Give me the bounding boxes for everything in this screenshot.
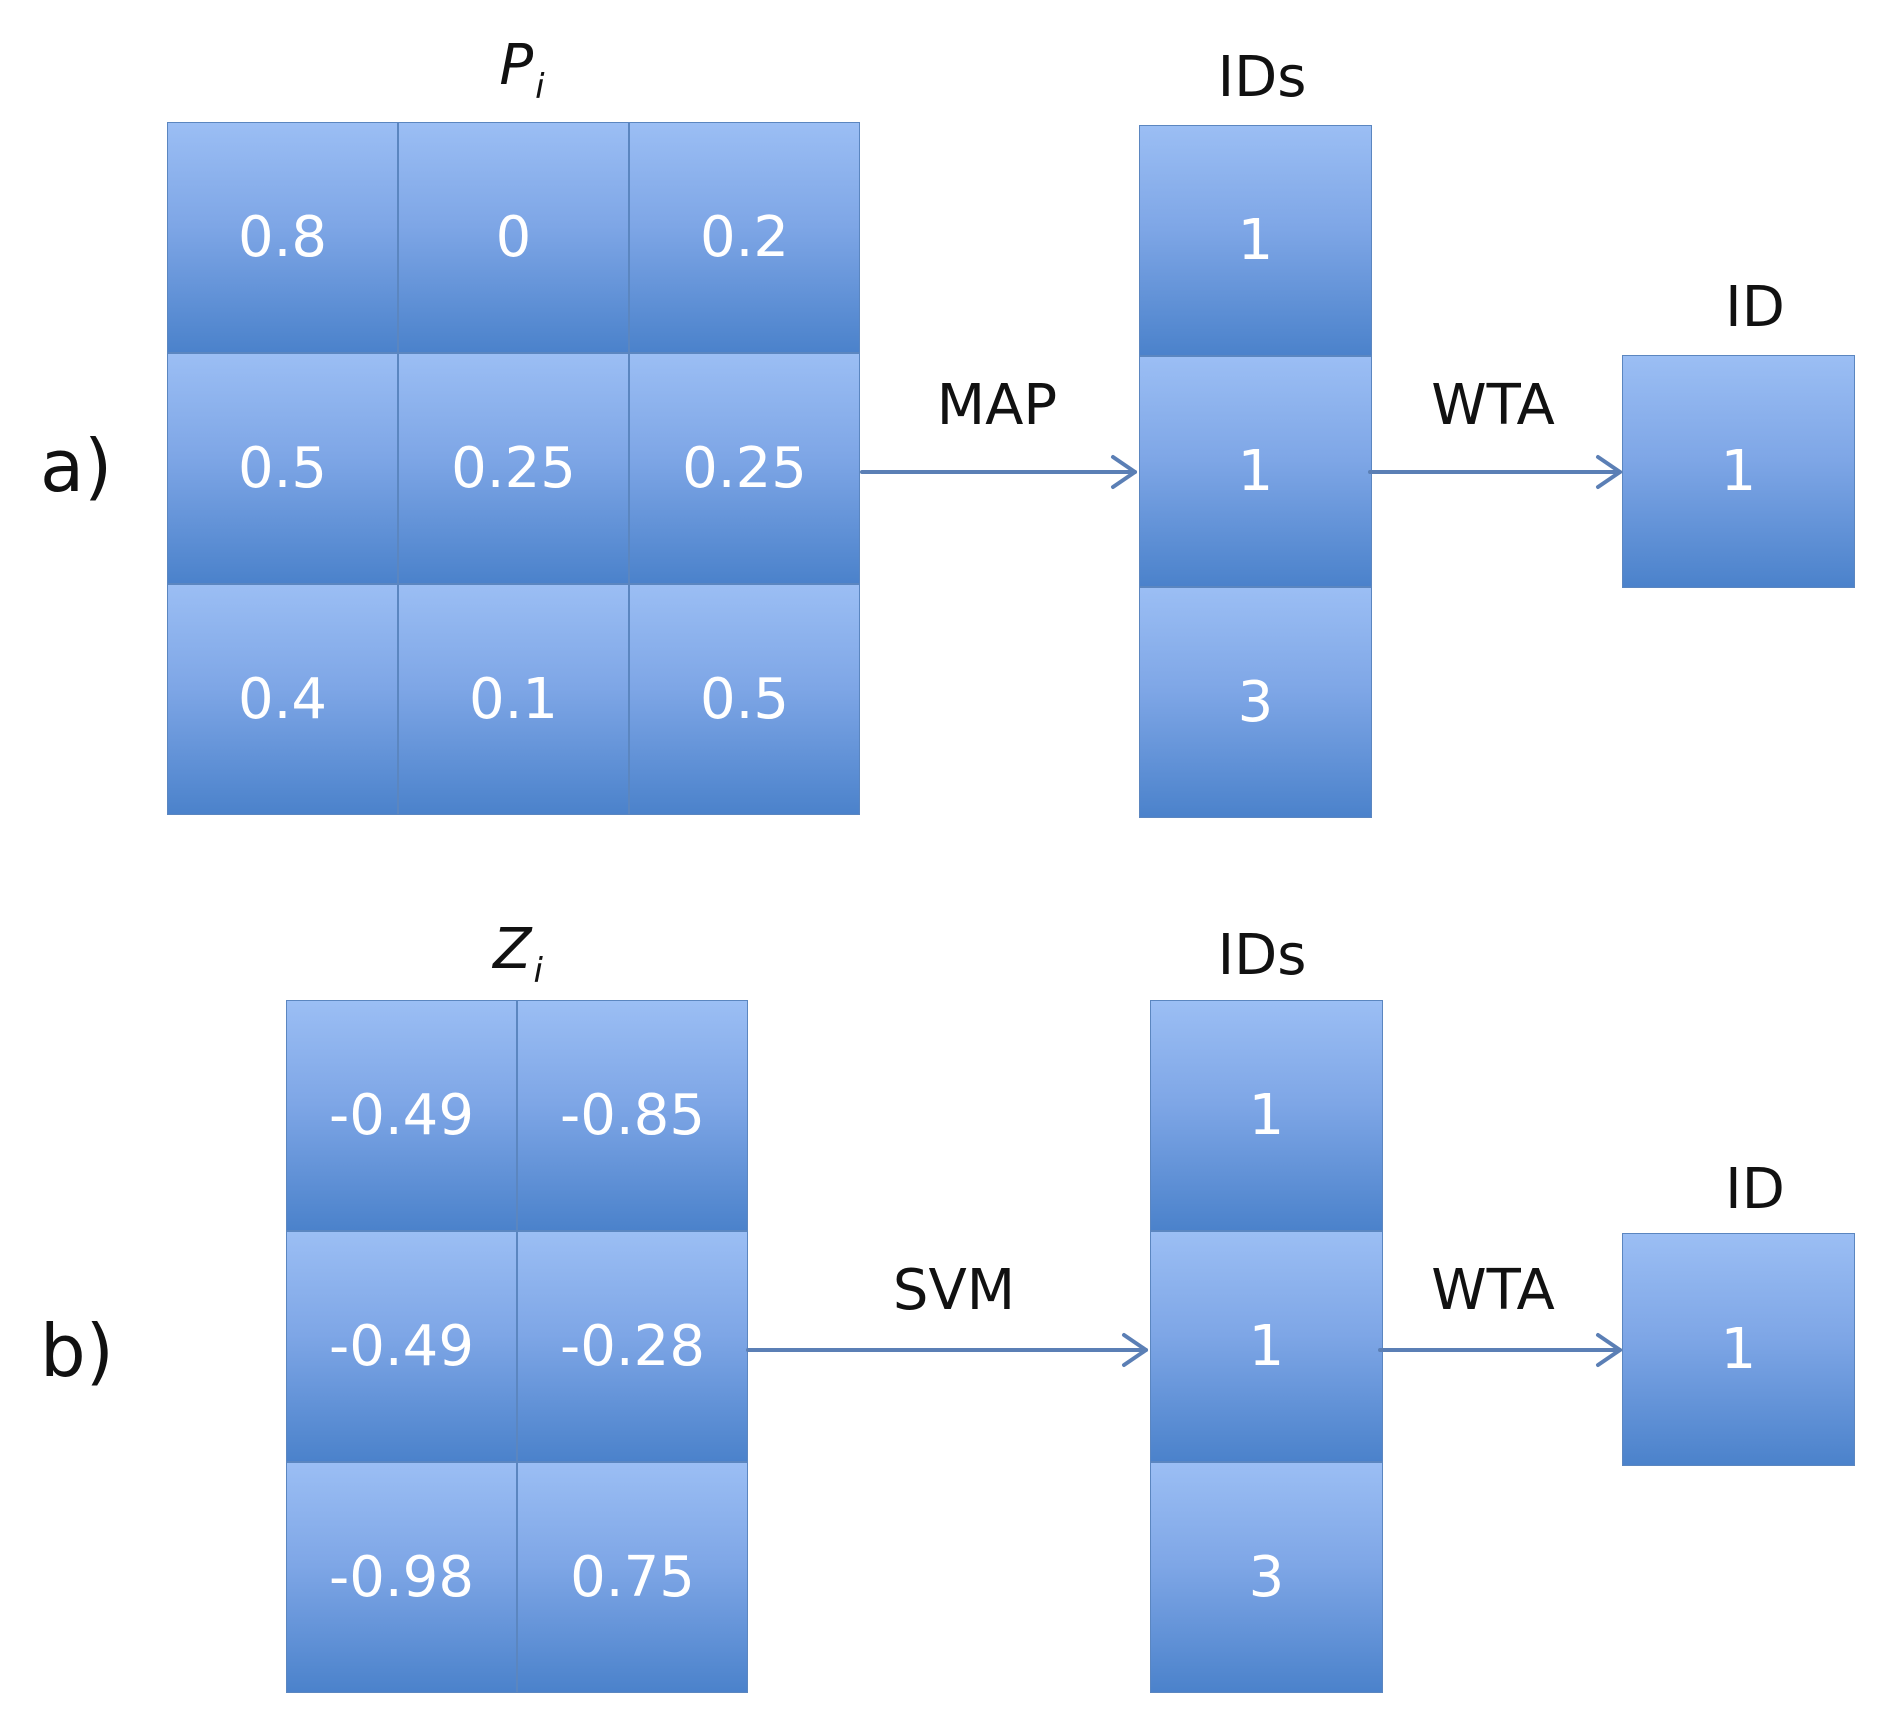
panel-b-ids-cell-r2: 1 [1150, 1231, 1383, 1462]
panel-b-ids-cell-r1: 1 [1150, 1000, 1383, 1231]
panel-b-matrix-symbol: Z [493, 917, 532, 982]
panel-a-id-title: ID [1725, 275, 1785, 340]
panel-a-map-arrow [860, 455, 1137, 489]
panel-a-matrix-cell-r3-c2: 0.1 [398, 584, 629, 815]
panel-a-matrix-cell-r1-c1: 0.8 [167, 122, 398, 353]
panel-a-ids-cell-r3: 3 [1139, 587, 1372, 818]
panel-b-wta-label: WTA [1431, 1258, 1555, 1323]
panel-b-matrix-subscript: i [533, 951, 543, 991]
panel-b-wta-arrow [1378, 1333, 1622, 1367]
panel-a-matrix-cell-r3-c1: 0.4 [167, 584, 398, 815]
panel-b-matrix-cell-r2-c2: -0.28 [517, 1231, 748, 1462]
panel-a-matrix-cell-r1-c2: 0 [398, 122, 629, 353]
panel-a-matrix-title: Pi [499, 38, 544, 105]
panel-a-ids-cell-r1: 1 [1139, 125, 1372, 356]
panel-b-matrix-cell-r3-c1: -0.98 [286, 1462, 517, 1693]
panel-a-matrix-cell-r2-c1: 0.5 [167, 353, 398, 584]
panel-b-svm-arrow [746, 1333, 1148, 1367]
panel-b-matrix-cell-r1-c1: -0.49 [286, 1000, 517, 1231]
panel-b-matrix-cell-r2-c1: -0.49 [286, 1231, 517, 1462]
panel-a-label: a) [40, 424, 113, 508]
panel-b-id-cell: 1 [1622, 1233, 1855, 1466]
panel-a-wta-label: WTA [1431, 373, 1555, 438]
panel-b-ids-title: IDs [1217, 923, 1307, 988]
panel-a-matrix-cell-r1-c3: 0.2 [629, 122, 860, 353]
panel-b-ids-cell-r3: 3 [1150, 1462, 1383, 1693]
panel-b-matrix-title: Zi [493, 922, 543, 989]
panel-b-label: b) [40, 1309, 114, 1393]
panel-a-ids-cell-r2: 1 [1139, 356, 1372, 587]
panel-a-matrix-cell-r2-c2: 0.25 [398, 353, 629, 584]
panel-b-matrix-cell-r1-c2: -0.85 [517, 1000, 748, 1231]
panel-a-matrix-cell-r2-c3: 0.25 [629, 353, 860, 584]
panel-b-svm-label: SVM [892, 1258, 1016, 1323]
panel-a-matrix-symbol: P [499, 33, 534, 98]
panel-a-matrix-cell-r3-c3: 0.5 [629, 584, 860, 815]
panel-a-map-label: MAP [936, 373, 1058, 438]
panel-a-matrix-subscript: i [535, 67, 545, 107]
panel-b-matrix-cell-r3-c2: 0.75 [517, 1462, 748, 1693]
panel-b-id-title: ID [1725, 1157, 1785, 1222]
panel-a-wta-arrow [1368, 455, 1622, 489]
panel-a-id-cell: 1 [1622, 355, 1855, 588]
panel-a-ids-title: IDs [1217, 45, 1307, 110]
